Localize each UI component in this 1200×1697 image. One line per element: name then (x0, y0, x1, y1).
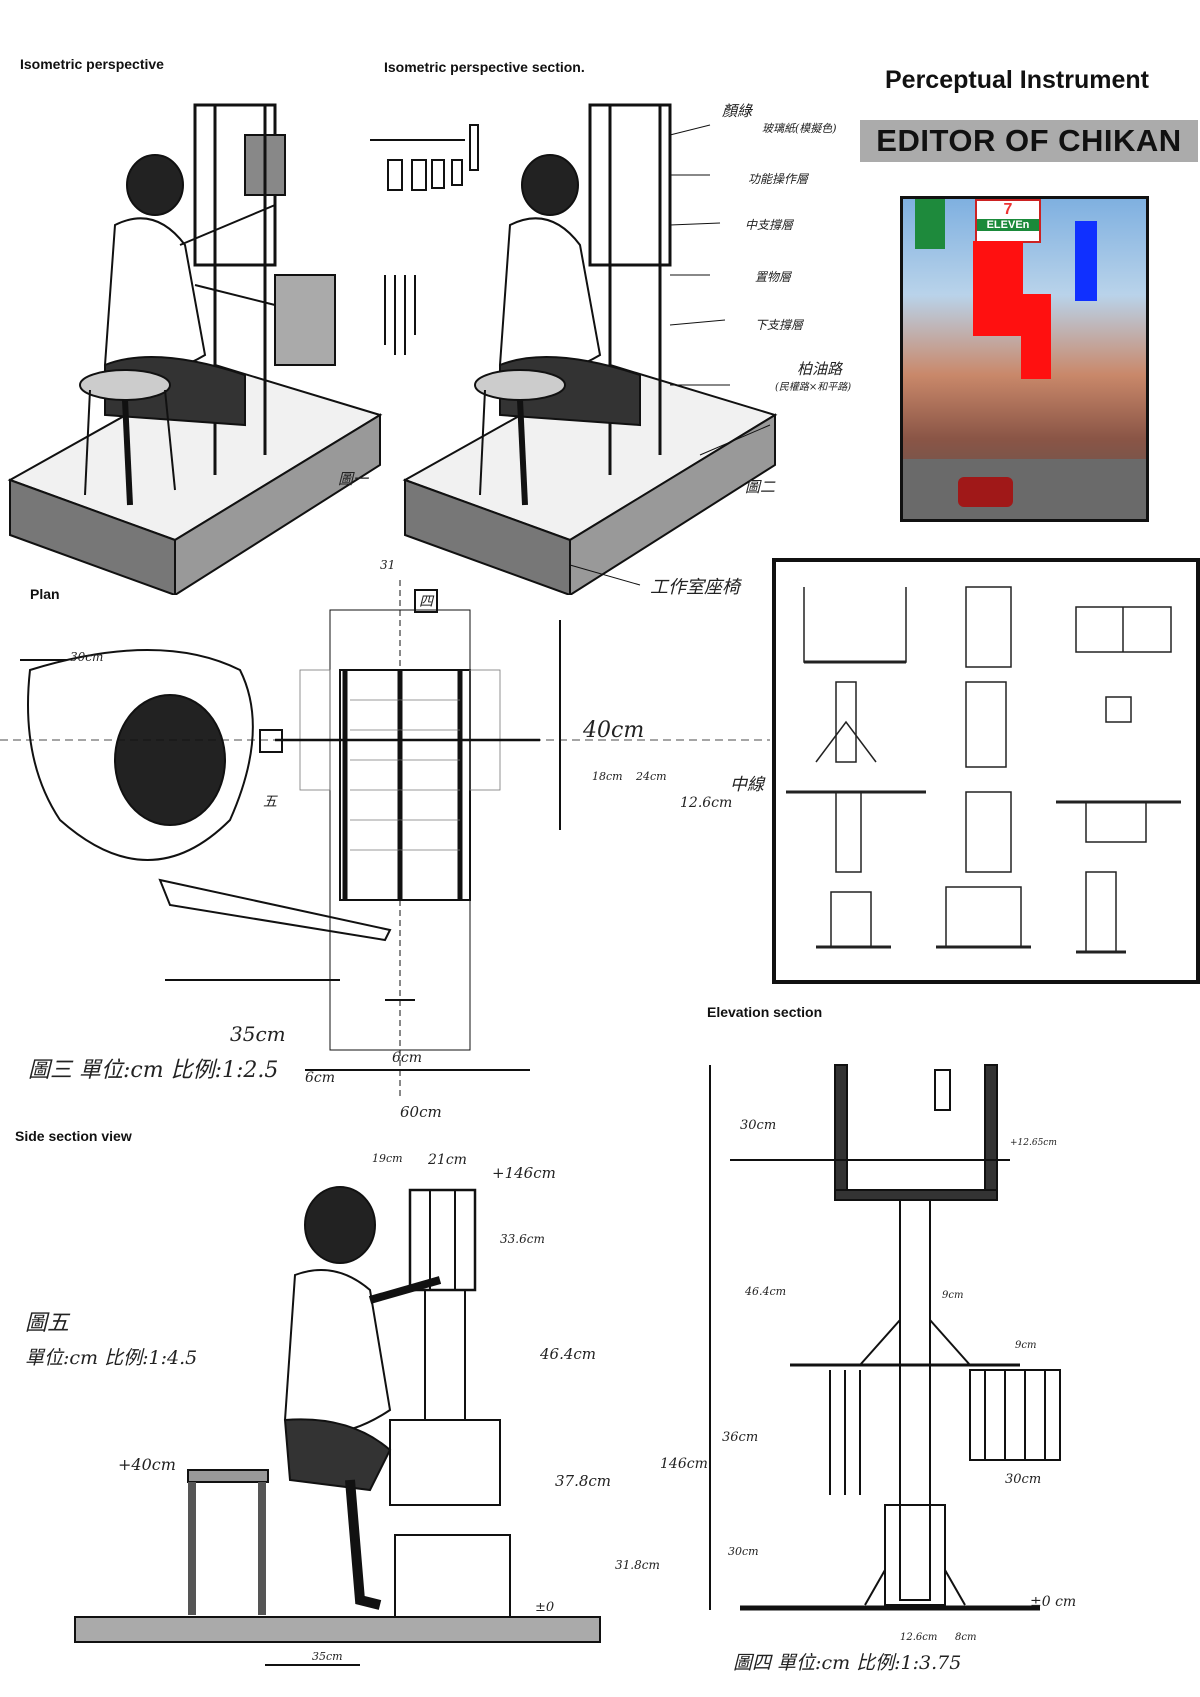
elev-dim-9cm-b: 9cm (1015, 1340, 1037, 1351)
sign-text: ELEVEn (977, 219, 1039, 231)
annotation-asphalt: 柏油路 (797, 360, 843, 378)
fig2-label: 圖二 (745, 478, 776, 496)
centerline-label: 中線 (730, 775, 764, 795)
side-dim-19cm: 19cm (372, 1152, 403, 1165)
side-dim-46-4cm: 46.4cm (540, 1345, 597, 1363)
side-section-drawing (74, 1186, 601, 1666)
title-banner: EDITOR OF CHIKAN (860, 120, 1198, 162)
dim-18cm: 18cm (592, 770, 623, 783)
annotation-function-layer: 功能操作層 (748, 172, 809, 186)
elev-dim-30cm-bottom: 30cm (728, 1545, 759, 1558)
side-seat-height: +40cm (118, 1455, 176, 1474)
elev-dim-146cm: 146cm (660, 1456, 708, 1472)
fig1-label: 圖一 (338, 470, 369, 488)
elev-dim-8cm: 8cm (955, 1632, 977, 1643)
red-panel-2 (1021, 294, 1051, 379)
section-label-isometric-section: Isometric perspective section. (384, 59, 585, 75)
annotation-roads: (民權路×和平路) (775, 382, 852, 393)
elev-dim-46-4cm: 46.4cm (745, 1285, 787, 1298)
side-caption-units: 單位:cm 比例:1:4.5 (25, 1347, 198, 1369)
annotation-lower-support: 下支撐層 (755, 318, 804, 332)
isometric-drawing-2 (370, 103, 778, 595)
section-label-isometric: Isometric perspective (20, 56, 164, 72)
dim-12-6cm: 12.6cm (680, 795, 733, 811)
dim-40cm: 40cm (583, 718, 645, 743)
section-marker-5: 五 (263, 794, 277, 810)
side-dim-146cm: +146cm (492, 1164, 556, 1182)
plan-drawing (0, 580, 770, 1100)
section-marker-4: 四 (419, 594, 433, 610)
dim-60cm: 60cm (400, 1103, 442, 1121)
green-flag (915, 199, 945, 249)
page-title: Perceptual Instrument (885, 66, 1149, 94)
side-caption-figure: 圖五 (25, 1311, 70, 1336)
orthographic-drawings-panel (772, 558, 1200, 984)
dim-6cm-b: 6cm (392, 1050, 423, 1066)
street-photo: 7 ELEVEn (900, 196, 1149, 522)
side-dim-37-8cm: 37.8cm (555, 1472, 612, 1490)
street-road (903, 459, 1146, 519)
dim-24cm: 24cm (636, 770, 667, 783)
elevation-caption: 圖四 單位:cm 比例:1:3.75 (733, 1652, 962, 1674)
elev-dim-30cm-top: 30cm (740, 1118, 777, 1133)
blue-panel (1075, 221, 1097, 301)
side-dim-31-8cm: 31.8cm (615, 1558, 660, 1572)
isometric-drawing-1 (7, 103, 383, 595)
dim-6cm-a: 6cm (305, 1070, 336, 1086)
elevation-drawing (709, 1064, 1061, 1611)
side-dim-33-6cm: 33.6cm (500, 1232, 545, 1246)
section-label-elevation: Elevation section (707, 1004, 823, 1020)
annotation-mid-support: 中支撐層 (745, 218, 794, 232)
elev-dim-36cm: 36cm (722, 1430, 759, 1445)
red-panel-1 (973, 241, 1023, 336)
elev-dim-12-65cm: +12.65cm (1010, 1138, 1057, 1148)
orthographic-views (786, 586, 1181, 954)
car (958, 477, 1013, 507)
side-dim-35cm: 35cm (312, 1650, 343, 1663)
annotation-storage-layer: 置物層 (755, 270, 792, 284)
plan-caption: 圖三 單位:cm 比例:1:2.5 (28, 1058, 279, 1083)
dim-35cm: 35cm (230, 1022, 286, 1046)
section-label-side: Side section view (15, 1128, 132, 1144)
sign-number: 7 (1003, 201, 1013, 218)
annotation-cellophane: 玻璃紙(模擬色) (762, 122, 837, 135)
elev-dim-12-6cm: 12.6cm (900, 1632, 938, 1643)
elev-ground-level: ±0 cm (1030, 1594, 1077, 1610)
elev-dim-30cm-side: 30cm (1005, 1472, 1042, 1487)
dim-30cm: 30cm (70, 650, 104, 664)
seven-eleven-sign: 7 ELEVEn (975, 199, 1041, 243)
side-ground-level: ±0 (535, 1600, 555, 1615)
annotation-color: 顏綠 (722, 102, 753, 120)
annotation-studio-chair: 工作室座椅 (650, 577, 740, 598)
side-dim-21cm: 21cm (428, 1152, 467, 1168)
section-label-plan: Plan (30, 586, 60, 602)
elev-dim-9cm-a: 9cm (942, 1290, 964, 1301)
dim-31: 31 (380, 558, 396, 572)
